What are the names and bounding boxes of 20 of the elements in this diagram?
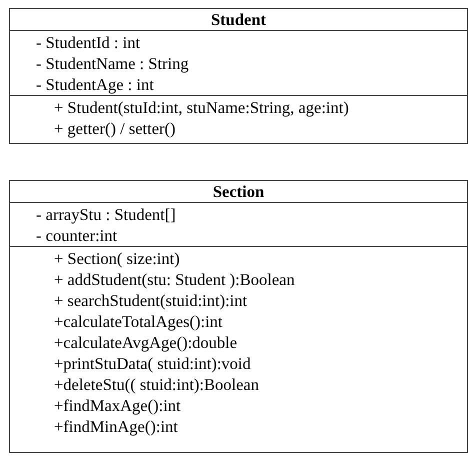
method-text: +findMinAge():int — [54, 416, 178, 437]
attribute-text: - StudentId : int — [36, 32, 140, 53]
method-text: + getter() / setter() — [54, 118, 176, 139]
method-text: +printStuData( stuid:int):void — [54, 353, 251, 374]
class-name: Section — [212, 182, 264, 201]
attribute-text: - StudentAge : int — [36, 74, 154, 95]
method-text: +calculateTotalAges():int — [54, 311, 222, 332]
class-name: Student — [210, 10, 266, 29]
method-text: +findMaxAge():int — [54, 395, 181, 416]
class-box — [9, 180, 468, 453]
class-box — [9, 8, 468, 144]
method-text: + addStudent(stu: Student ):Boolean — [54, 269, 295, 290]
method-text: + Student(stuId:int, stuName:String, age:int) — [54, 97, 349, 118]
attribute-text: - counter:int — [36, 225, 118, 246]
method-text: +calculateAvgAge():double — [54, 332, 238, 353]
method-text: + searchStudent(stuid:int):int — [54, 290, 248, 311]
method-text: +deleteStu(( stuid:int):Boolean — [54, 374, 259, 395]
attribute-text: - StudentName : String — [36, 53, 189, 74]
method-text: + Section( size:int) — [54, 248, 180, 269]
attribute-text: - arrayStu : Student[] — [36, 204, 176, 225]
